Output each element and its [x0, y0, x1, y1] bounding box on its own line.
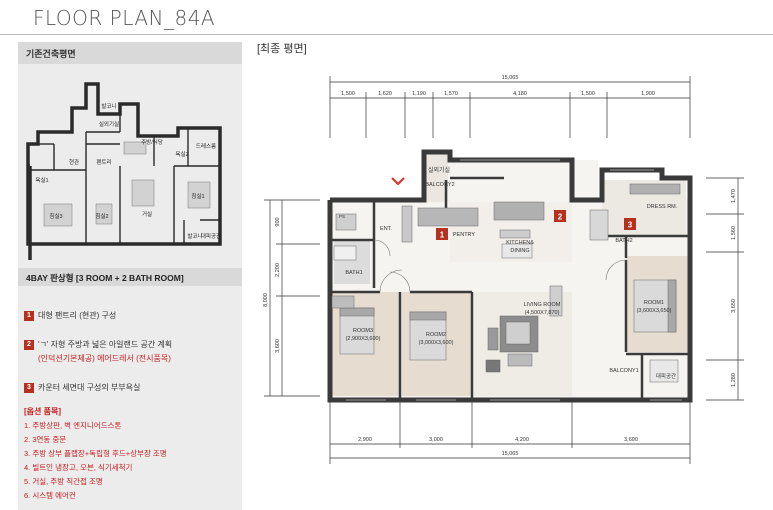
original-plan-heading: 기존건축평면 — [26, 49, 76, 59]
feature-1: 1 대형 팬트리 (현관) 구성 — [24, 310, 116, 321]
dim-top: 1,570 — [444, 91, 458, 97]
option-item: 1. 주방상판, 벽 엔지니어드스톤 — [24, 421, 122, 430]
original-plan-panel: 기존건축평면 — [18, 42, 242, 510]
mini-label-room2: 침실2 — [95, 212, 108, 220]
feature-1-text: 대형 팬트리 (현관) 구성 — [38, 311, 117, 320]
mini-label-unit: 대피공간 — [201, 232, 221, 240]
dim-left-total: 8,000 — [263, 293, 269, 307]
room-room1: ROOM1 — [644, 300, 664, 306]
mini-label-balcony: 발코니 — [101, 102, 116, 110]
feature-1-marker: 1 — [24, 310, 34, 321]
original-floor-plan: 침실3 침실2 거실 침실1 주방/식당 현관 팬트리 드레스룸 욕실1 욕실2… — [26, 82, 222, 260]
room-bath1: BATH1 — [345, 270, 362, 276]
feature-2-text: 'ㄱ' 자형 주방과 넓은 아일랜드 공간 계획 — [38, 340, 173, 349]
room-shelter: 대피공간 — [656, 372, 676, 380]
dim-right: 1,560 — [731, 226, 737, 240]
mini-label-living: 거실 — [142, 210, 152, 218]
dim-right: 3,650 — [731, 299, 737, 313]
option-item: 3. 주방 상부 플랩장+독립형 후드+상부장 조명 — [24, 449, 167, 458]
dim-top: 1,190 — [412, 91, 426, 97]
entrance-arrow-icon — [391, 177, 405, 186]
dim-left: 3,600 — [275, 339, 281, 353]
room-outdoor: 실외기실 — [428, 166, 450, 174]
dim-top-total: 15,065 — [502, 75, 519, 81]
mini-label-pantry: 팬트리 — [96, 158, 111, 166]
dim-bottom: 3,600 — [624, 437, 638, 443]
dim-bottom: 2,900 — [358, 437, 372, 443]
svg-text:3: 3 — [628, 221, 633, 230]
room-dining: DINING — [510, 248, 529, 254]
mini-label-outdoor: 실외기실 — [99, 120, 119, 128]
feature-3-marker: 3 — [24, 382, 34, 393]
room-bath2: BATH2 — [615, 238, 632, 244]
dim-right: 1,470 — [731, 189, 737, 203]
dim-top: 4,180 — [513, 91, 527, 97]
feature-3-text: 카운터 세면대 구성의 부부욕실 — [38, 383, 141, 392]
room-room2: ROOM2 — [426, 332, 446, 338]
title-divider — [0, 34, 773, 35]
dim-top: 1,500 — [341, 91, 355, 97]
bay-type-bar: 4BAY 판상형 [3 ROOM + 2 BATH ROOM] — [18, 268, 242, 286]
original-plan-header: 기존건축평면 — [18, 42, 242, 64]
option-item: 5. 거실, 주방 직간접 조명 — [24, 477, 103, 486]
room-room1-size: (3,600X3,650) — [637, 308, 672, 314]
room-room3-size: (2,900X3,600) — [346, 336, 381, 342]
room-pentry: PENTRY — [453, 232, 476, 238]
option-item: 4. 빌트인 냉장고, 오븐, 식기세척기 — [24, 463, 133, 472]
mini-label-kitchen: 주방/식당 — [141, 138, 163, 146]
marker-2: 2 — [554, 210, 566, 222]
feature-3: 3 카운터 세면대 구성의 부부욕실 — [24, 382, 140, 393]
room-room2-size: (3,000X3,600) — [419, 340, 454, 346]
marker-1: 1 — [436, 228, 448, 240]
room-balcony2: BALCONY2 — [425, 182, 454, 188]
dim-top: 1,620 — [378, 91, 392, 97]
room-ent: ENT. — [380, 226, 392, 232]
mini-label-balcony2: 발코니 — [187, 232, 202, 240]
room-ps: PS — [339, 214, 345, 219]
dim-bottom: 4,200 — [515, 437, 529, 443]
svg-text:2: 2 — [558, 213, 563, 222]
dim-left: 2,200 — [275, 263, 281, 277]
mini-label-bath2: 욕실2 — [175, 150, 188, 158]
option-item: 2. 3연동 중문 — [24, 435, 67, 444]
mini-label-dress: 드레스룸 — [196, 142, 216, 150]
room-dress: DRESS RM. — [647, 204, 678, 210]
dim-top: 1,900 — [641, 91, 655, 97]
mini-label-entrance: 현관 — [69, 158, 79, 166]
dim-bottom: 3,000 — [429, 437, 443, 443]
dim-right: 1,280 — [731, 373, 737, 387]
mini-label-room3: 침실3 — [49, 212, 62, 220]
room-kitchen: KITCHEN& — [506, 240, 534, 246]
page-title: FLOOR PLAN_84A — [33, 6, 216, 30]
marker-3: 3 — [624, 218, 636, 230]
dim-left: 900 — [275, 217, 281, 226]
final-floor-plan: 15,065 1,500 1,620 1,190 1,570 4,180 1,5… — [263, 75, 744, 464]
room-living: LIVING ROOM — [524, 302, 561, 308]
room-room3: ROOM3 — [353, 328, 373, 334]
dim-top: 1,500 — [581, 91, 595, 97]
final-plan-label: [최종 평면] — [257, 43, 307, 55]
mini-label-bath1: 욕실1 — [35, 176, 48, 184]
mini-label-room1: 침실1 — [191, 192, 204, 200]
feature-2: 2 'ㄱ' 자형 주방과 넓은 아일랜드 공간 계획 — [24, 339, 172, 350]
svg-text:1: 1 — [440, 231, 445, 240]
room-balcony1: BALCONY1 — [609, 368, 638, 374]
room-living-size: (4,500X7,870) — [525, 310, 560, 316]
feature-2-sub: (인덕션기본제공) 에어드레서 (전시품목) — [38, 354, 171, 363]
bay-type-label: 4BAY 판상형 [3 ROOM + 2 BATH ROOM] — [26, 273, 184, 283]
option-item: 6. 시스템 에어컨 — [24, 491, 76, 500]
options-title: [옵션 품목] — [24, 407, 61, 416]
dim-bottom-total: 15,065 — [502, 451, 519, 457]
feature-2-marker: 2 — [24, 339, 34, 350]
